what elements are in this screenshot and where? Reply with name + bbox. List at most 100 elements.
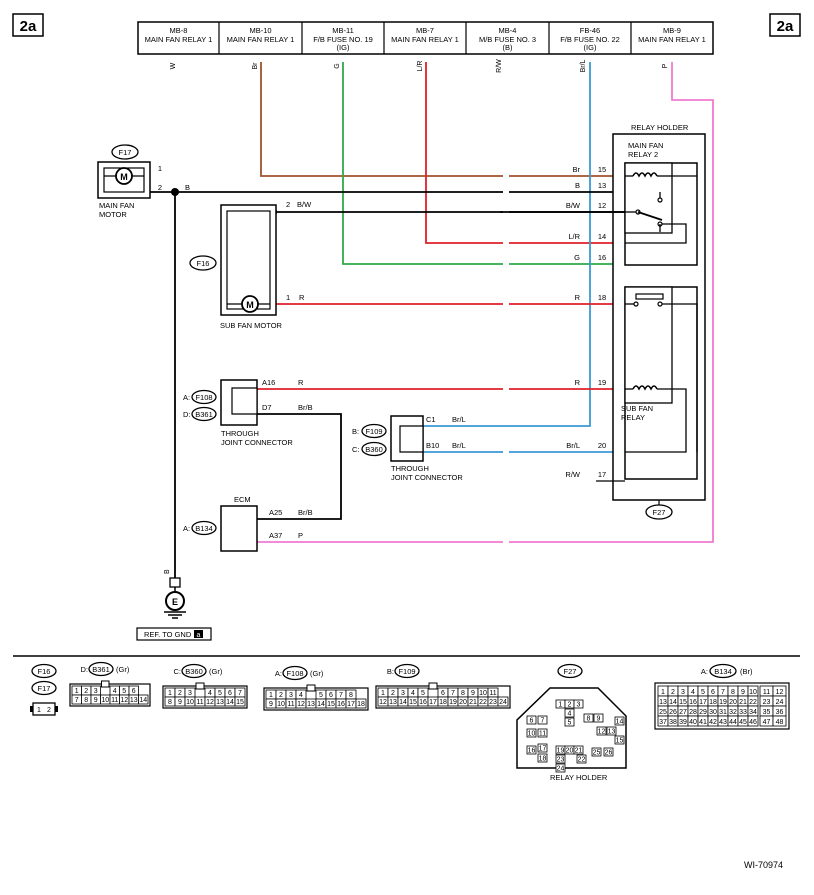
legend-prefix: A:	[275, 669, 282, 678]
wire-p	[257, 62, 714, 543]
legend-pin: 12	[598, 729, 606, 736]
splice-dot	[171, 188, 179, 196]
legend-pin: 3	[289, 692, 293, 699]
tj1-wire-d: Br/B	[298, 403, 313, 412]
legend-pin: 13	[659, 699, 667, 706]
legend-pin: 6	[530, 718, 534, 725]
top-connector-name: MAIN FAN RELAY 1	[145, 35, 213, 44]
legend-pin: 18	[439, 699, 447, 706]
tj1-pin-d: D7	[262, 403, 272, 412]
legend-pin: 10	[528, 731, 536, 738]
top-connector-wire: Br/L	[580, 59, 587, 72]
ground-icon	[165, 591, 185, 611]
legend-pin: 37	[659, 719, 667, 726]
legend-pin: 13	[216, 699, 224, 706]
tj2-code-c-oval	[361, 441, 387, 457]
top-connector-code: FB-46	[580, 26, 600, 35]
legend-f27-code: F27	[564, 667, 577, 676]
legend-pin: 9	[741, 689, 745, 696]
wires	[257, 62, 714, 543]
top-connector-name: M/B FUSE NO. 3	[479, 35, 536, 44]
ecm-wire-a25: Br/B	[298, 508, 313, 517]
legend-pin: 20	[459, 699, 467, 706]
legend-pin: 40	[689, 719, 697, 726]
tj2-code-b: F109	[365, 427, 382, 436]
legend-pin: 44	[729, 719, 737, 726]
tj2-prefix-b: B:	[352, 427, 359, 436]
sub-relay-label-1: SUB FAN	[621, 404, 653, 413]
legend-pin: 5	[218, 690, 222, 697]
ground-wire: B	[164, 569, 171, 574]
top-connector-wire: P	[662, 63, 669, 68]
legend-pin: 12	[206, 699, 214, 706]
main-relay-label-2: RELAY 2	[628, 150, 658, 159]
figure-id: WI-70974	[744, 860, 783, 870]
top-connector-wire: Br	[252, 62, 259, 70]
wire-brb	[257, 413, 342, 520]
page-label-right: 2a	[769, 13, 801, 37]
motor-icon	[241, 295, 259, 313]
relay-terminal-wire: B/W	[566, 201, 581, 210]
legend-pin: 3	[188, 690, 192, 697]
page-label-right-text: 2a	[777, 18, 794, 35]
legend-pin: 8	[84, 697, 88, 704]
legend-pin: 7	[451, 690, 455, 697]
ground: B E REF. TO GND a	[136, 569, 212, 641]
main-relay-label-1: MAIN FAN	[628, 141, 663, 150]
wire-brl-fb46	[423, 62, 591, 427]
legend-pin: 23	[557, 757, 565, 764]
top-connector-name: MAIN FAN RELAY 1	[227, 35, 295, 44]
legend-pin: 2	[178, 690, 182, 697]
through-joint-connector-2: B: F109 C: B360 C1 Br/L B10 Br/L THROUGH…	[352, 415, 466, 482]
top-connector-name: MAIN FAN RELAY 1	[638, 35, 706, 44]
top-connector-name: F/B FUSE NO. 19	[313, 35, 373, 44]
relay-terminal-wire: Br/L	[566, 441, 580, 450]
legend-pin: 10	[277, 701, 285, 708]
main-fan-motor-code-oval	[111, 144, 139, 160]
legend-pin: 31	[719, 709, 727, 716]
legend-pin: 6	[132, 688, 136, 695]
legend-f17-pin1: 1	[37, 707, 41, 714]
legend-f16-code: F16	[38, 667, 51, 676]
legend-pin: 19	[719, 699, 727, 706]
legend-color: (Gr)	[209, 667, 223, 676]
legend-pin: 7	[339, 692, 343, 699]
legend-pin: 11	[489, 690, 496, 697]
main-fan-label-2: MOTOR	[99, 210, 127, 219]
legend-pin: 26	[605, 750, 613, 757]
legend-color: (Br)	[740, 667, 753, 676]
legend-pin: 16	[689, 699, 697, 706]
main-fan-motor: F17 M 1 2 B MAIN FAN MOTOR	[97, 144, 190, 219]
main-fan-pin1: 1	[158, 164, 162, 173]
legend-pin: 13	[389, 699, 397, 706]
legend-pin: 4	[113, 688, 117, 695]
tj2-code-c: B360	[365, 445, 383, 454]
legend-pin: 14	[669, 699, 677, 706]
main-motor-symbol: M	[120, 172, 128, 182]
legend-f27-caption: RELAY HOLDER	[550, 773, 608, 782]
black-wires	[150, 191, 625, 580]
legend-code: B360	[185, 667, 203, 676]
main-fan-wire: B	[185, 183, 190, 192]
top-connector-code: MB-10	[249, 26, 271, 35]
tj1-label-1: THROUGH	[221, 429, 259, 438]
legend-code: F109	[398, 667, 415, 676]
legend-pin: 8	[731, 689, 735, 696]
ecm-prefix: A:	[183, 524, 190, 533]
motor-icon	[115, 167, 133, 185]
tj2-label-2: JOINT CONNECTOR	[391, 473, 463, 482]
top-connector-sub: (IG)	[337, 43, 350, 52]
legend-pin: 28	[689, 709, 697, 716]
legend-pin: 3	[577, 702, 581, 709]
legend-pin: 12	[297, 701, 305, 708]
relay-terminal-pin: 20	[598, 441, 606, 450]
tj2-label-1: THROUGH	[391, 464, 429, 473]
